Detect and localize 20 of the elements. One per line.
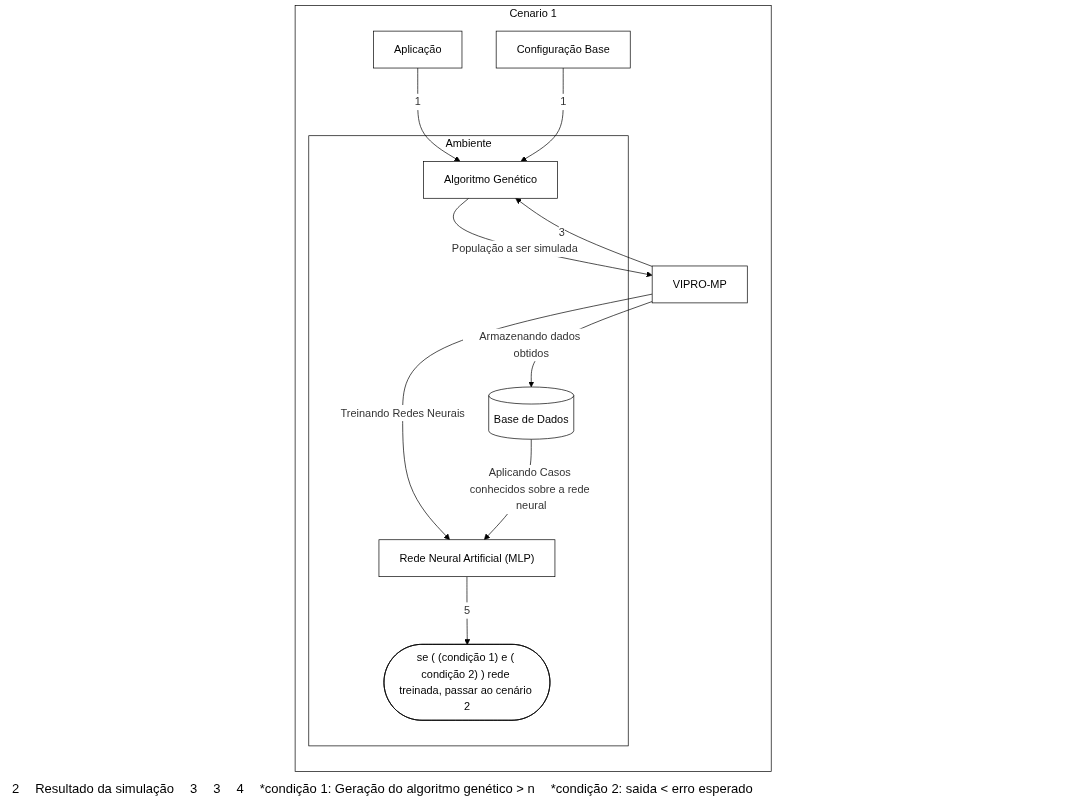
note-text: 4: [236, 781, 244, 796]
edge-label: População a ser simulada: [451, 242, 578, 255]
node-box: Algoritmo Genético: [422, 161, 558, 199]
edge-label: 3: [558, 225, 565, 238]
node-box: VIPRO-MP: [651, 265, 748, 304]
edge-label: 1: [414, 95, 421, 108]
note-text: *condição 2: saida < erro esperado: [550, 781, 753, 796]
note-text: 3: [190, 781, 198, 796]
node-box: Rede Neural Artificial (MLP): [378, 539, 556, 577]
edge-label: Treinando Redes Neurais: [340, 406, 465, 419]
edge-label: Aplicando Casos conhecidos sobre a rede neural: [469, 466, 590, 512]
edge-label: Armazenando dados obtidos: [479, 330, 581, 359]
note-text: *condição 1: Geração do algoritmo genético > n: [259, 781, 535, 796]
note-text: 2: [12, 781, 20, 796]
node-box: Aplicação: [373, 30, 463, 69]
note-text: Resultado da simulação: [35, 781, 174, 796]
edge-label: 1: [559, 95, 567, 108]
node-box: Configuração Base: [495, 30, 631, 69]
edge-label: 5: [463, 604, 470, 616]
note-text: 3: [213, 781, 221, 796]
